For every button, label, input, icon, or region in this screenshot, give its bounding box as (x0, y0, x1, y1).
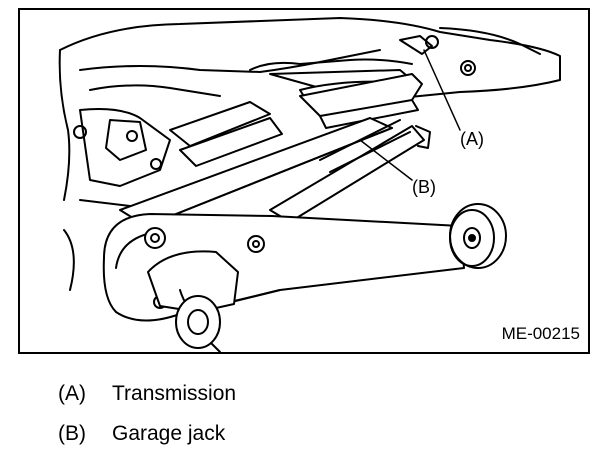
legend-key: (A) (58, 382, 86, 405)
jack-caster-wheel (147, 250, 239, 352)
transmission-jack-illustration (58, 17, 561, 352)
legend-text: Transmission (112, 382, 237, 405)
legend-text: Garage jack (112, 422, 226, 445)
figure-id-label: ME-00215 (501, 324, 580, 343)
jack-rear-wheel (449, 203, 507, 269)
callout-b-leader (359, 139, 413, 181)
jack-lift-arm (119, 117, 431, 227)
legend-item-transmission: (A) Transmission (58, 382, 236, 406)
callout-a-leader (423, 49, 461, 131)
jack-bolts (144, 227, 265, 309)
callout-a-label: (A) (460, 129, 484, 149)
callout-b-label: (B) (412, 177, 436, 197)
illustration-frame: (A) (B) ME-00215 (18, 8, 590, 354)
legend-key: (B) (58, 422, 86, 445)
legend-item-garage-jack: (B) Garage jack (58, 422, 225, 446)
